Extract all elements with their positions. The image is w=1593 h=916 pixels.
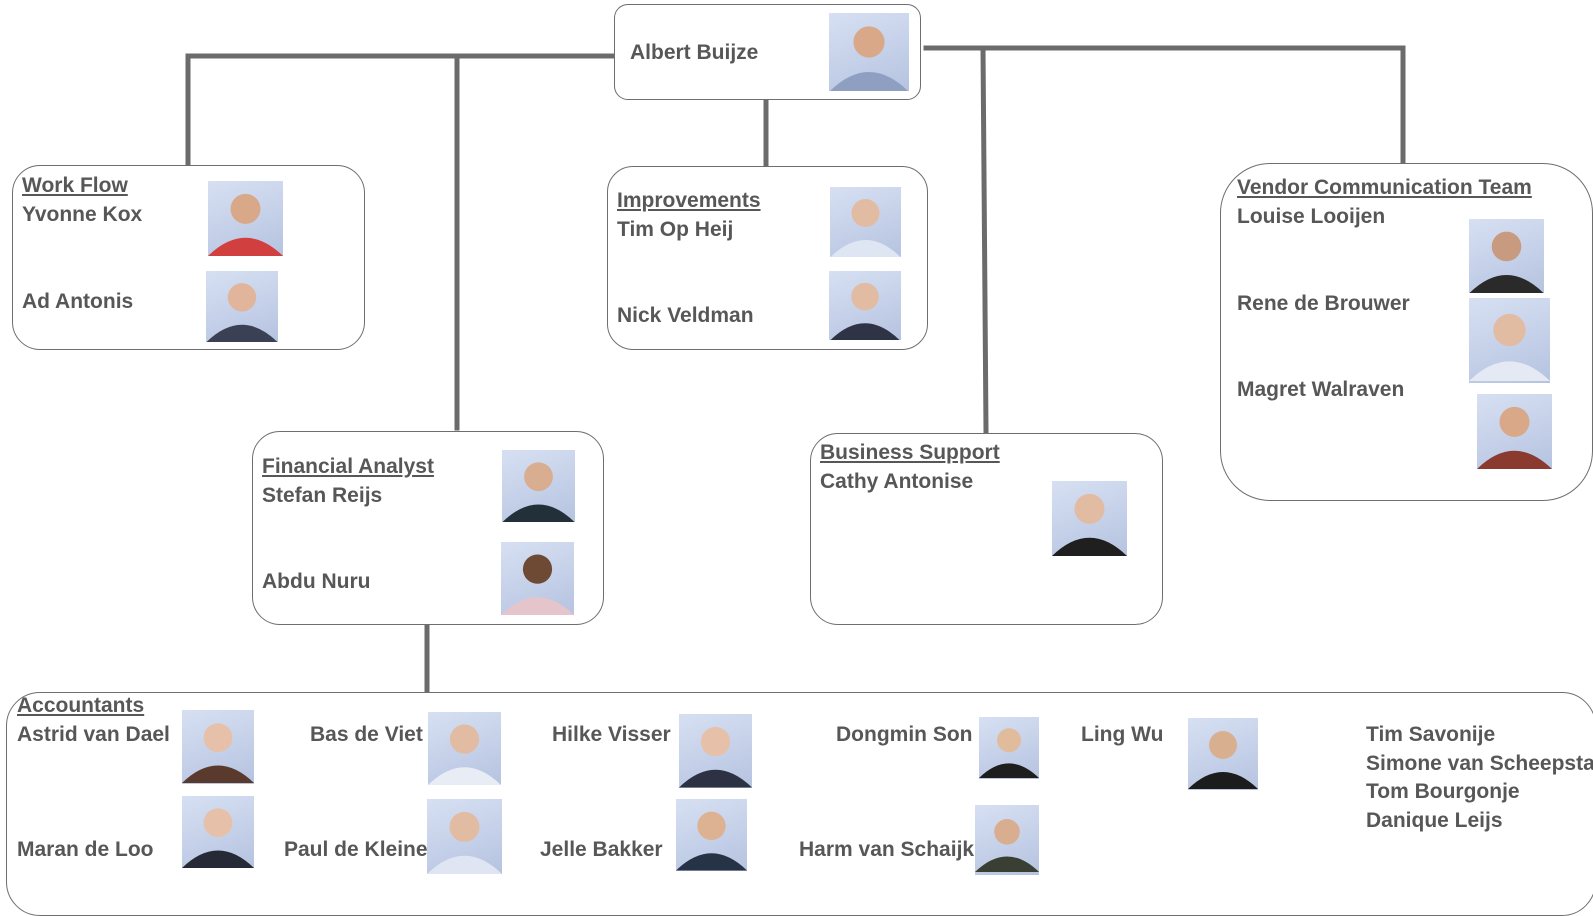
connector-ceo-vendor: [923, 45, 1406, 167]
member-name: Tom Bourgonje: [1366, 780, 1520, 803]
team-title-workflow: Work Flow: [22, 174, 128, 197]
person-photo-icon: [1188, 718, 1258, 790]
person-photo-icon: [427, 799, 502, 874]
person-photo-icon: [676, 799, 747, 871]
person-photo-icon: [208, 181, 283, 256]
person-photo-icon: [206, 271, 278, 342]
connector-ceo-business: [980, 45, 989, 434]
member-name: Danique Leijs: [1366, 809, 1503, 832]
member-name: Bas de Viet: [310, 723, 423, 746]
person-photo-icon: [182, 796, 254, 868]
team-card-accountants[interactable]: [6, 692, 1593, 916]
member-name: Jelle Bakker: [540, 838, 663, 861]
member-name: Stefan Reijs: [262, 484, 383, 507]
person-photo-icon: [1477, 394, 1552, 469]
member-name: Louise Looijen: [1237, 205, 1386, 228]
member-name: Astrid van Dael: [17, 723, 170, 746]
member-name: Ad Antonis: [22, 290, 134, 313]
person-photo-icon: [829, 13, 909, 91]
member-name: Paul de Kleine: [284, 838, 428, 861]
team-title-vendor: Vendor Communication Team: [1237, 176, 1532, 199]
member-name: Dongmin Son: [836, 723, 973, 746]
person-photo-icon: [829, 271, 901, 340]
person-photo-icon: [679, 714, 752, 788]
connector-ceo-workflow: [185, 53, 618, 169]
person-photo-icon: [979, 717, 1039, 779]
member-name: Ling Wu: [1081, 723, 1164, 746]
team-card-workflow[interactable]: [12, 165, 365, 350]
member-name: Tim Savonije: [1366, 723, 1496, 746]
member-name: Simone van Scheepstal: [1366, 752, 1593, 775]
member-name: Yvonne Kox: [22, 203, 143, 226]
person-photo-icon: [1469, 219, 1544, 293]
person-photo-icon: [975, 805, 1039, 875]
team-title-financial: Financial Analyst: [262, 455, 434, 478]
person-photo-icon: [502, 450, 575, 522]
team-title-business: Business Support: [820, 441, 1000, 464]
team-title-improvements: Improvements: [617, 189, 761, 212]
member-name: Abdu Nuru: [262, 570, 371, 593]
person-photo-icon: [830, 187, 901, 257]
member-name: Hilke Visser: [552, 723, 671, 746]
member-name: Rene de Brouwer: [1237, 292, 1410, 315]
ceo-name: Albert Buijze: [630, 41, 759, 64]
person-photo-icon: [428, 712, 501, 785]
member-name: Nick Veldman: [617, 304, 754, 327]
person-photo-icon: [501, 542, 574, 615]
member-name: Tim Op Heij: [617, 218, 734, 241]
member-name: Magret Walraven: [1237, 378, 1405, 401]
person-photo-icon: [1469, 298, 1550, 383]
team-title-accountants: Accountants: [17, 694, 145, 717]
member-name: Cathy Antonise: [820, 470, 974, 493]
person-photo-icon: [1052, 481, 1127, 556]
member-name: Harm van Schaijk: [799, 838, 975, 861]
person-photo-icon: [182, 710, 254, 784]
member-name: Maran de Loo: [17, 838, 154, 861]
